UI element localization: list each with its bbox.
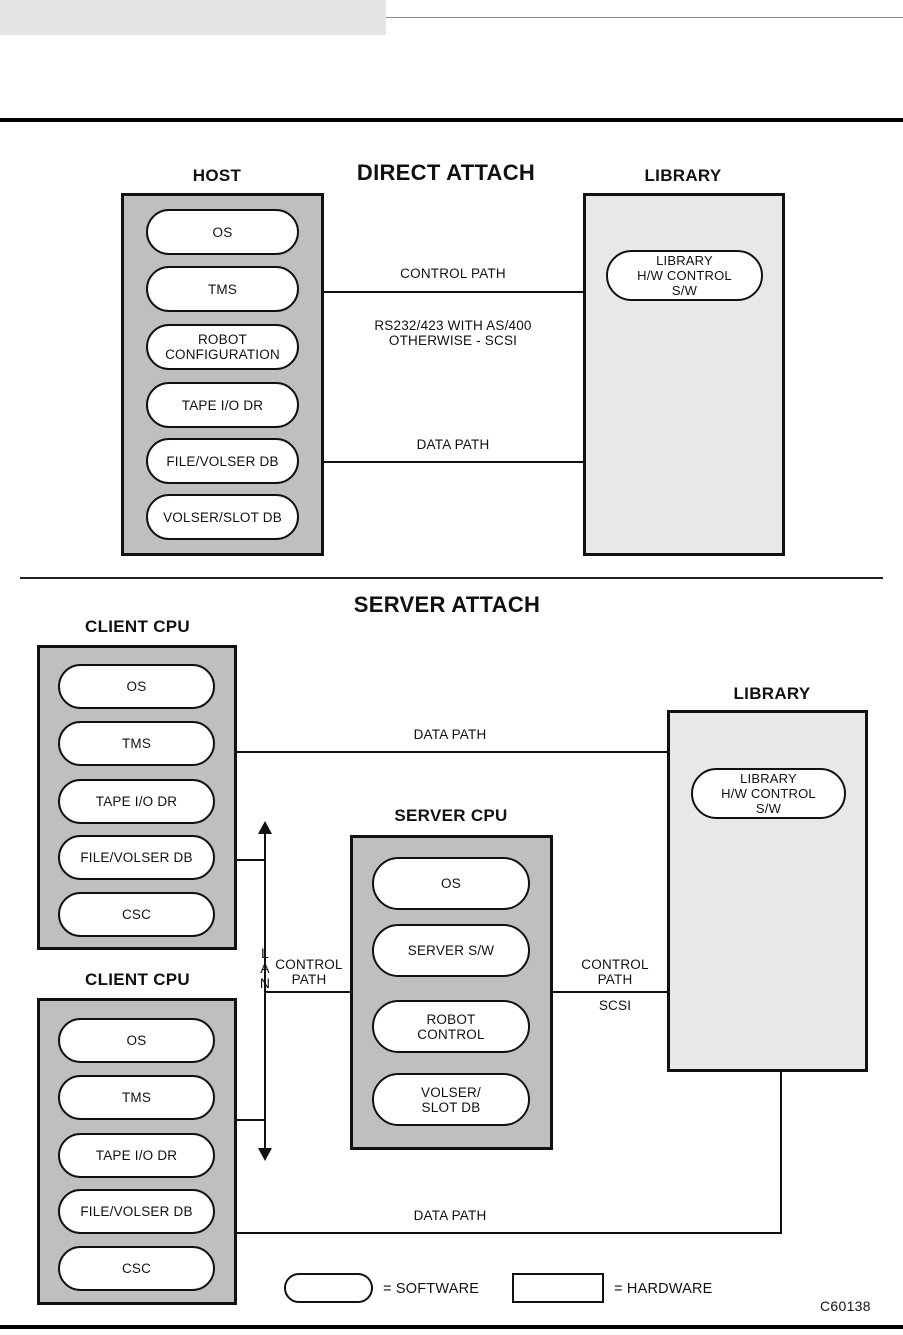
host-component-robot-configuration: ROBOT CONFIGURATION <box>146 324 299 370</box>
server-control-path-right-label: CONTROL PATH <box>581 957 649 987</box>
lan-stub-client-top-line <box>237 859 265 861</box>
host-component-volser-slot-db: VOLSER/SLOT DB <box>146 494 299 540</box>
client-cpu-bottom-component-csc: CSC <box>58 1246 215 1291</box>
server-cpu-component-robot-control: ROBOT CONTROL <box>372 1000 530 1053</box>
header-gray-block <box>0 0 386 35</box>
lan-arrow-down-icon <box>258 1148 272 1161</box>
server-data-path-bottom-vertical-line <box>780 1072 782 1233</box>
section-title-direct-attach: DIRECT ATTACH <box>356 160 536 185</box>
legend-hardware-shape <box>512 1273 604 1303</box>
client-cpu-top-component-tms: TMS <box>58 721 215 766</box>
server-control-path-left-label: CONTROL PATH <box>275 957 343 987</box>
direct-data-path-line <box>324 461 583 463</box>
client-cpu-bottom-component-tape-io-dr: TAPE I/O DR <box>58 1133 215 1178</box>
server-cpu-component-server-sw: SERVER S/W <box>372 924 530 977</box>
legend-hardware-label: = HARDWARE <box>614 1281 713 1297</box>
client-cpu-bottom-component-os: OS <box>58 1018 215 1063</box>
server-data-path-bottom-line <box>237 1232 782 1234</box>
server-control-path-right-line <box>553 991 667 993</box>
client-cpu-top-component-tape-io-dr: TAPE I/O DR <box>58 779 215 824</box>
client-cpu-top-component-csc: CSC <box>58 892 215 937</box>
direct-library-component-hw-control-sw: LIBRARY H/W CONTROL S/W <box>606 250 763 301</box>
server-data-path-top-line <box>237 751 667 753</box>
direct-data-path-label: DATA PATH <box>416 437 490 452</box>
section-title-server-attach: SERVER ATTACH <box>353 592 541 617</box>
direct-control-path-note: RS232/423 WITH AS/400 OTHERWISE - SCSI <box>374 318 532 348</box>
server-library-title: LIBRARY <box>733 684 811 703</box>
direct-library-title: LIBRARY <box>644 166 722 185</box>
direct-control-path-label: CONTROL PATH <box>400 266 506 281</box>
server-data-path-bottom-label: DATA PATH <box>413 1208 487 1223</box>
header-rule <box>386 17 903 18</box>
client-cpu-top-component-file-volser-db: FILE/VOLSER DB <box>58 835 215 880</box>
legend-software-label: = SOFTWARE <box>383 1281 480 1297</box>
host-component-file-volser-db: FILE/VOLSER DB <box>146 438 299 484</box>
section-divider-rule <box>20 577 883 579</box>
client-cpu-bottom-component-file-volser-db: FILE/VOLSER DB <box>58 1189 215 1234</box>
direct-library-box <box>583 193 785 556</box>
direct-control-path-line <box>324 291 583 293</box>
lan-stub-client-bottom-line <box>237 1119 265 1121</box>
lan-axis-line <box>264 833 266 1155</box>
server-data-path-top-label: DATA PATH <box>413 727 487 742</box>
host-title: HOST <box>192 166 242 185</box>
client-cpu-top-component-os: OS <box>58 664 215 709</box>
client-cpu-bottom-title: CLIENT CPU <box>85 970 190 989</box>
lan-arrow-up-icon <box>258 821 272 834</box>
lan-label: L A N <box>259 945 271 991</box>
host-component-tms: TMS <box>146 266 299 312</box>
server-cpu-component-volser-slot-db: VOLSER/ SLOT DB <box>372 1073 530 1126</box>
figure-id: C60138 <box>820 1298 871 1314</box>
server-library-component-hw-control-sw: LIBRARY H/W CONTROL S/W <box>691 768 846 819</box>
bottom-divider-rule <box>0 1325 903 1329</box>
legend-software-shape <box>284 1273 373 1303</box>
host-component-os: OS <box>146 209 299 255</box>
server-library-box <box>667 710 868 1072</box>
top-divider-rule <box>0 118 903 122</box>
client-cpu-top-title: CLIENT CPU <box>85 617 190 636</box>
server-cpu-title: SERVER CPU <box>394 806 508 825</box>
server-scsi-note: SCSI <box>598 998 632 1013</box>
server-control-path-left-line <box>264 991 350 993</box>
host-component-tape-io-dr: TAPE I/O DR <box>146 382 299 428</box>
server-cpu-component-os: OS <box>372 857 530 910</box>
client-cpu-bottom-component-tms: TMS <box>58 1075 215 1120</box>
